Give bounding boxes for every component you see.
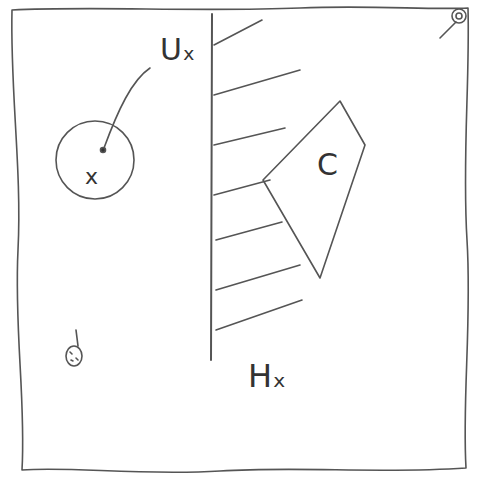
- pin-icon: [66, 330, 82, 366]
- leader-line: [104, 68, 150, 148]
- point-label: x: [85, 166, 98, 188]
- circle-outline: [55, 120, 135, 200]
- paper-outline: [12, 7, 469, 472]
- convex-set-shape: C: [262, 100, 367, 280]
- quad-outline: [262, 100, 367, 280]
- half-plane-label: Hₓ: [248, 360, 286, 392]
- boundary-line: [211, 14, 212, 360]
- point-dot: [101, 148, 106, 153]
- pin-icon: [440, 9, 466, 38]
- half-plane-region: Hₓ C: [212, 15, 452, 455]
- hatching: [214, 20, 302, 330]
- neighbourhood-circle: Uₓx: [55, 120, 135, 200]
- set-label: Uₓ: [160, 35, 195, 65]
- set-label: C: [317, 150, 338, 180]
